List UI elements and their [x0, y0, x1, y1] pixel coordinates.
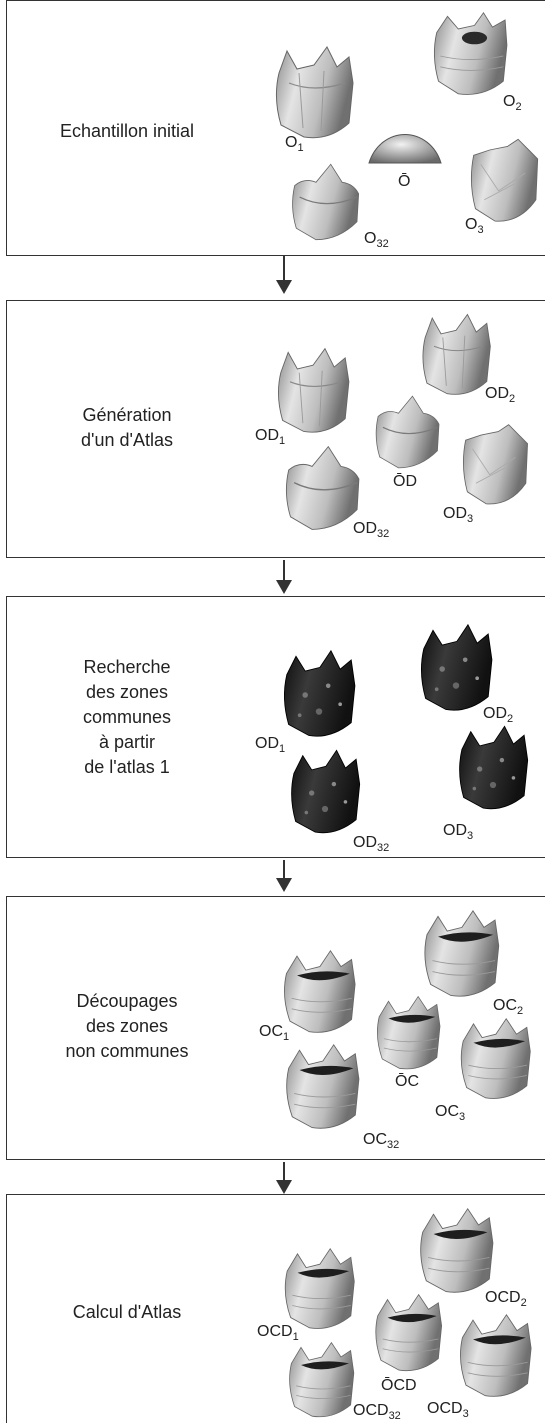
- title-line: des zones: [85, 682, 169, 702]
- tooth-32: [289, 1342, 355, 1418]
- label-1: OD1: [255, 735, 286, 755]
- label-32: OD32: [353, 834, 390, 854]
- label-mean: ŌD: [393, 473, 417, 490]
- tooth-mean: [376, 996, 441, 1070]
- label-mean: ŌCD: [381, 1377, 417, 1394]
- tooth-2: [424, 910, 500, 997]
- label-mean: Ō: [398, 173, 411, 190]
- label-2: OC2: [493, 997, 524, 1017]
- label-2: OD2: [485, 385, 516, 405]
- title-line: communes: [82, 707, 172, 727]
- tooth-2: [433, 12, 508, 95]
- tooth-3: [460, 1018, 531, 1099]
- tooth-32: [286, 1044, 360, 1129]
- tooth-3: [460, 1314, 532, 1397]
- mean-sphere: [368, 133, 442, 164]
- tooth-32: [291, 163, 360, 241]
- tooth-3: [459, 725, 529, 810]
- tooth-mean: [375, 395, 440, 469]
- title-line: d'un d'Atlas: [81, 430, 173, 450]
- tooth-2: [420, 624, 493, 711]
- title-line: des zones: [85, 1016, 169, 1036]
- panel-atlas-generation: Génération d'un d'Atlas OD1 OD2 ŌD OD3 O…: [6, 300, 545, 558]
- tooth-3: [462, 424, 528, 505]
- arrow-down: [269, 1162, 299, 1194]
- label-mean: ŌC: [395, 1073, 419, 1090]
- label-2: OD2: [483, 705, 514, 725]
- panel-cut-zones: Découpages des zones non communes OC1 OC…: [6, 896, 545, 1160]
- title-line: Génération: [82, 405, 172, 425]
- title-line: de l'atlas 1: [84, 757, 170, 777]
- label-3: OC3: [435, 1103, 466, 1123]
- arrow-down: [269, 256, 299, 294]
- title-line: Découpages: [76, 991, 178, 1011]
- title-line: Recherche: [83, 657, 171, 677]
- label-1: OC1: [259, 1023, 290, 1043]
- label-32: OCD32: [353, 1402, 401, 1422]
- tooth-mean: [375, 1294, 443, 1372]
- panel-title: Découpages des zones non communes: [7, 989, 247, 1064]
- tooth-1: [283, 650, 356, 737]
- label-32: OD32: [353, 520, 390, 540]
- title-line: à partir: [98, 732, 156, 752]
- label-32: O32: [364, 230, 389, 250]
- tooth-1: [284, 950, 356, 1033]
- tooth-2: [420, 1208, 494, 1293]
- label-32: OC32: [363, 1131, 400, 1151]
- panel-atlas-calculation: Calcul d'Atlas OCD1 OCD2 ŌCD OCD3 OCD32: [6, 1194, 545, 1423]
- tooth-32: [285, 445, 360, 531]
- label-1: OCD1: [257, 1323, 299, 1343]
- arrow-down: [269, 860, 299, 892]
- panel-title: Recherche des zones communes à partir de…: [7, 655, 247, 780]
- tooth-1: [284, 1248, 355, 1329]
- arrow-down: [269, 560, 299, 594]
- panel-title: Calcul d'Atlas: [7, 1300, 247, 1325]
- label-1: O1: [285, 134, 304, 154]
- panel-title: Echantillon initial: [7, 119, 247, 144]
- panel-title: Génération d'un d'Atlas: [7, 403, 247, 453]
- title-line: Echantillon initial: [59, 121, 195, 141]
- label-3: OCD3: [427, 1400, 469, 1420]
- tooth-3: [470, 138, 539, 222]
- label-1: OD1: [255, 427, 286, 447]
- tooth-32: [291, 749, 361, 834]
- label-3: OD3: [443, 822, 474, 842]
- label-3: O3: [465, 216, 484, 236]
- title-line: non communes: [65, 1041, 189, 1061]
- tooth-1: [277, 348, 350, 433]
- tooth-1: [275, 46, 354, 139]
- panel-common-zones: Recherche des zones communes à partir de…: [6, 596, 545, 858]
- title-line: Calcul d'Atlas: [72, 1302, 182, 1322]
- label-2: O2: [503, 93, 522, 113]
- panel-initial-sample: Echantillon initial O1 O2 Ō O3 O32: [6, 0, 545, 256]
- label-2: OCD2: [485, 1289, 527, 1309]
- label-3: OD3: [443, 505, 474, 525]
